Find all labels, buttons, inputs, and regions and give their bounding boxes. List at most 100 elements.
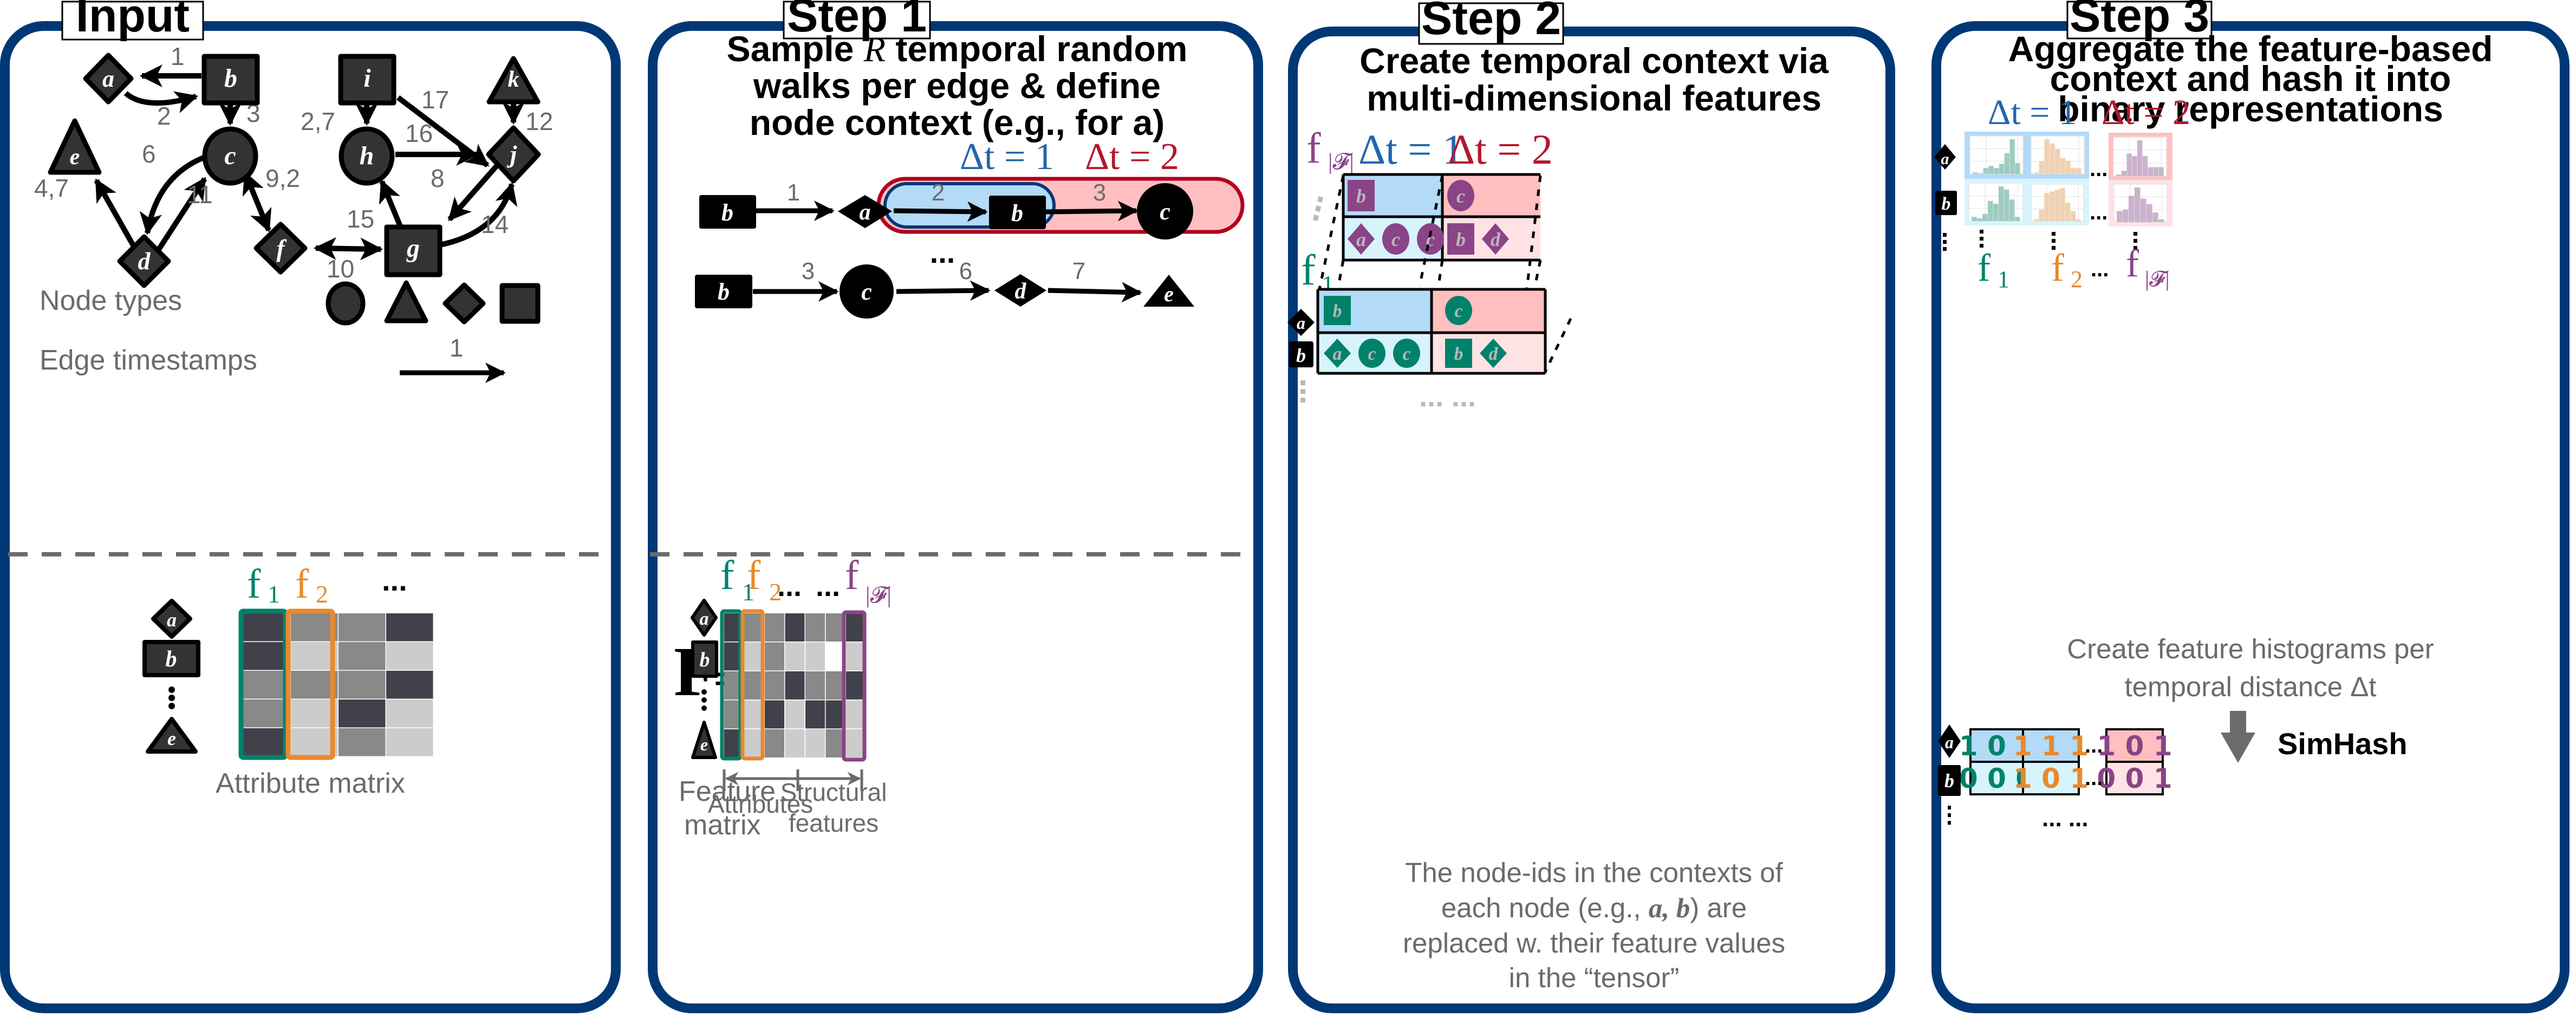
- svg-text:a: a: [1297, 313, 1305, 333]
- histogram-bar: [2146, 204, 2152, 222]
- edge-labels: 1 2 3 6 11 4,7 9,2 10 2,7 17 16 12 8 15 …: [34, 42, 553, 283]
- svg-text:d: d: [1489, 344, 1499, 364]
- svg-text:g: g: [406, 234, 420, 263]
- depth-ellipsis-icon: [1312, 196, 1324, 222]
- svg-text:b: b: [166, 647, 177, 672]
- context-token-c: c: [1382, 223, 1409, 255]
- node-b: b: [201, 54, 260, 106]
- svg-text:e: e: [700, 735, 708, 754]
- node-k: k: [486, 56, 541, 105]
- edge-label: 1: [171, 42, 185, 70]
- feature-matrix-caption-line2: matrix: [684, 809, 761, 841]
- dt2-label: Δt = 2: [1448, 126, 1553, 173]
- row-node-b: b: [142, 640, 200, 677]
- svg-text:b: b: [1296, 345, 1306, 366]
- down-arrow-icon: [2221, 711, 2255, 763]
- panel-border: [648, 21, 1263, 1013]
- svg-text:a: a: [1356, 229, 1366, 250]
- histogram-bar: [2121, 171, 2126, 176]
- title-box: [783, 1, 931, 40]
- histogram-bar: [2033, 172, 2039, 174]
- histogram-bar: [1994, 168, 1999, 174]
- matrix-cell: [386, 671, 433, 699]
- vertical-ellipsis-icon: [1300, 380, 1305, 403]
- matrix-cell: [805, 671, 825, 699]
- f1-label: f: [247, 561, 261, 607]
- matrix-cell: [243, 642, 290, 670]
- matrix-cell: [805, 729, 825, 757]
- histogram-bar: [2039, 161, 2044, 174]
- bottom-ellipsis: ... ...: [2042, 805, 2089, 832]
- f1-highlight: [720, 609, 743, 761]
- svg-text:b: b: [1454, 344, 1463, 364]
- histogram-bar: [2148, 167, 2153, 176]
- context-token-b: b: [1447, 223, 1474, 255]
- f1-label: f: [720, 553, 734, 598]
- node-a: a: [83, 53, 134, 105]
- svg-text:b: b: [224, 64, 237, 93]
- fF-label: f: [845, 553, 859, 598]
- diamond-shape-icon: [443, 282, 486, 325]
- feature-range-arrows: [723, 769, 863, 791]
- step3-heading-line1: Aggregate the feature-based: [2008, 29, 2493, 69]
- matrix-cell: [846, 613, 866, 642]
- context-token-c: c: [1417, 223, 1444, 255]
- histogram-bar: [2158, 219, 2164, 222]
- histogram-bar: [2122, 209, 2129, 222]
- histogram-bar: [2137, 140, 2143, 176]
- context-token-c: c: [1447, 180, 1474, 211]
- f2-highlight: [740, 609, 765, 761]
- matrix-cell: [339, 699, 386, 728]
- matrix-cell: [805, 700, 825, 729]
- svg-text:b: b: [1942, 194, 1951, 214]
- input-graph: [94, 64, 525, 261]
- hash-cell: [2105, 761, 2164, 795]
- walk-1: 1 2 3 b a b c: [699, 179, 1193, 239]
- vertical-ellipsis-icon: [701, 689, 707, 711]
- f1-subscript: 1: [742, 578, 754, 606]
- walk-edge-label: 6: [959, 258, 972, 284]
- walk-edge-label: 7: [1072, 258, 1085, 284]
- input-legend: Node types Edge timestamps 1: [40, 280, 541, 383]
- row-node-b: b: [1938, 765, 1961, 796]
- edge-g-h: [379, 179, 404, 229]
- walk-edge: [896, 280, 991, 301]
- histogram-bar: [2039, 209, 2044, 221]
- title-box: [1418, 2, 1564, 45]
- node-j: j: [486, 125, 541, 184]
- histogram-bar: [2004, 153, 2009, 174]
- ellipsis: ...: [382, 563, 407, 597]
- step1-heading-line3: node context (e.g., for a): [750, 102, 1165, 142]
- edge-label: 17: [421, 86, 449, 114]
- structural-range-label-line2: features: [789, 809, 879, 837]
- dt2-label: Δt = 2: [2102, 93, 2190, 132]
- f2-label: f: [2051, 246, 2064, 289]
- matrix-cell: [846, 729, 866, 757]
- f1-label: f: [1301, 247, 1316, 294]
- histogram-bar: [1982, 213, 1988, 221]
- histogram-bar: [2142, 156, 2148, 176]
- walk-node: c: [1137, 183, 1193, 239]
- f2-label: f: [747, 553, 761, 598]
- panel-step3: Step 3 Aggregate the feature-based conte…: [1931, 0, 2570, 1013]
- edge-label: 9,2: [265, 164, 300, 192]
- node-d: d: [117, 234, 171, 288]
- histogram-bar: [1977, 173, 1983, 174]
- row-node-a: a: [151, 599, 192, 639]
- histogram-bar: [2076, 219, 2081, 221]
- feature-histograms: [1968, 135, 2168, 223]
- histogram-bar: [1988, 200, 1993, 221]
- node-e: e: [48, 118, 102, 175]
- fF-subscript: |𝓕|: [866, 583, 892, 608]
- step3-heading-line2: context and hash it into: [2050, 59, 2451, 99]
- matrix-cell: [386, 642, 433, 670]
- context-token-c: c: [1393, 339, 1420, 368]
- histogram-bar: [2152, 212, 2158, 222]
- edge-j-g: [447, 163, 499, 222]
- walk-ellipsis: ...: [930, 235, 955, 269]
- svg-text:a: a: [1945, 733, 1954, 752]
- context-token-b: b: [1348, 180, 1375, 211]
- step2-caption-line2: each node (e.g., a, b) are: [1441, 892, 1747, 924]
- panel-step2: Step 2 Create temporal context via multi…: [1287, 0, 1895, 1013]
